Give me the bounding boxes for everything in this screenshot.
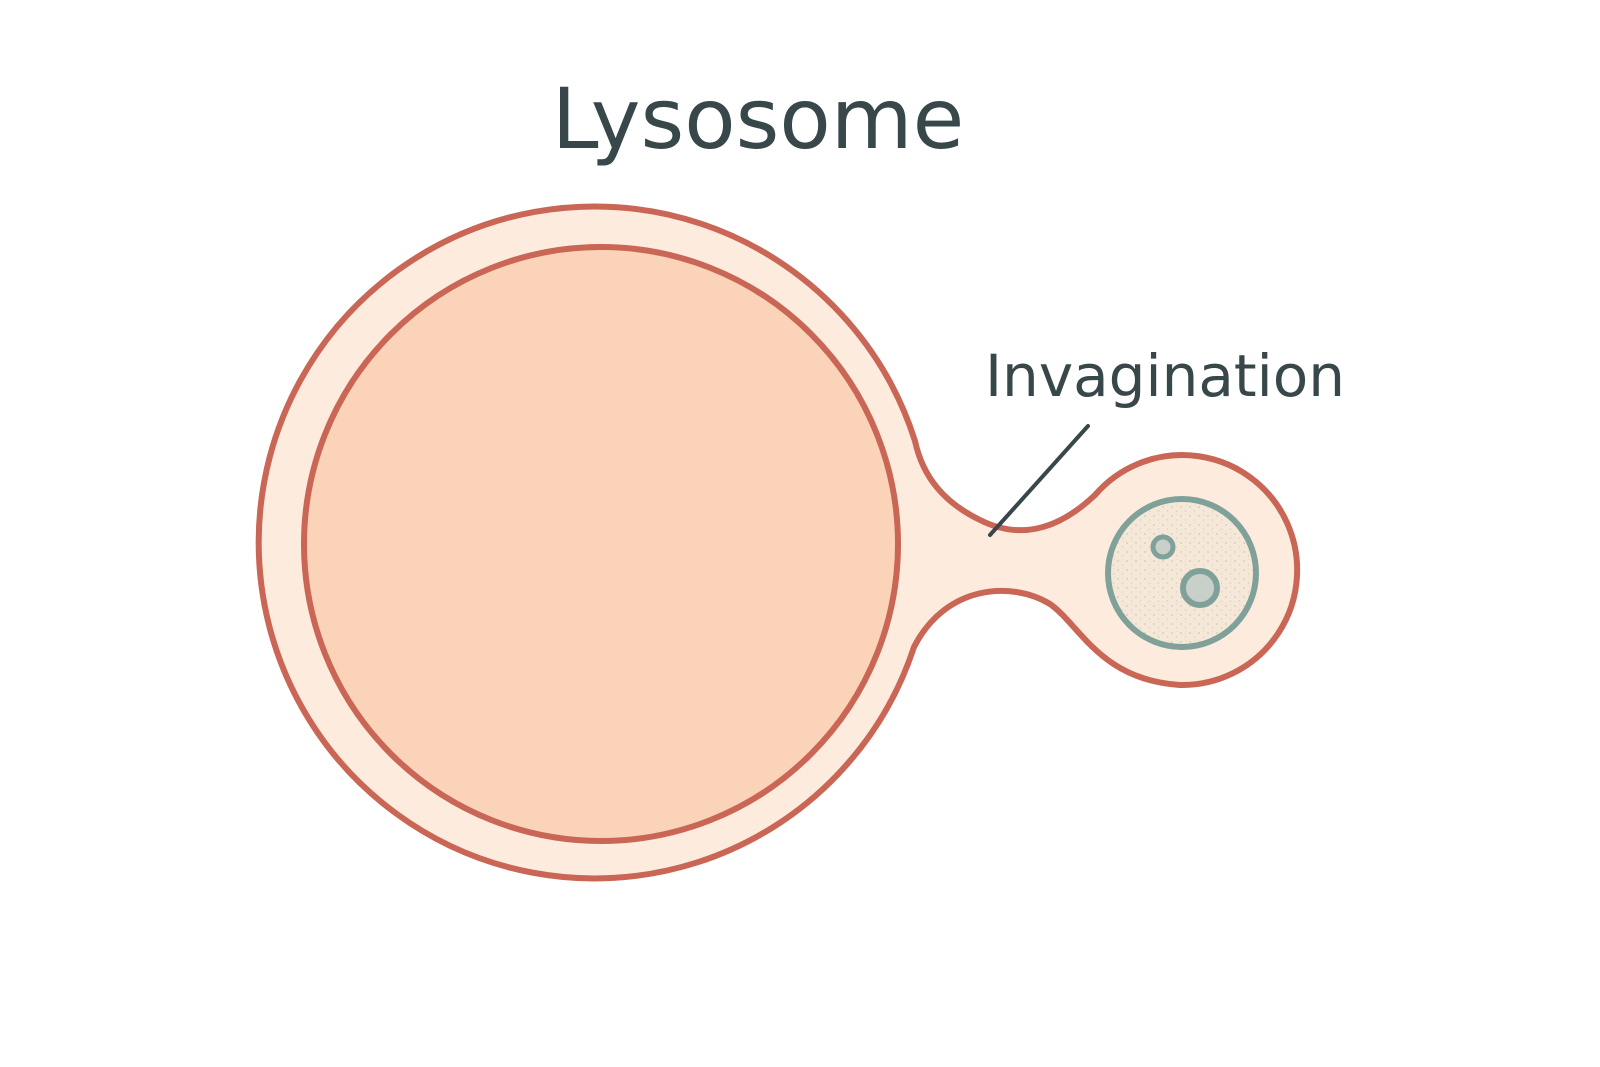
vesicle-speckle: [1111, 502, 1253, 644]
diagram-title: Lysosome: [552, 70, 965, 168]
invagination-leader-line: [988, 424, 1090, 537]
small-particle: [1150, 534, 1176, 560]
lysosome-lumen: [301, 244, 901, 844]
large-particle: [1180, 568, 1220, 608]
invagination-label: Invagination: [985, 342, 1345, 410]
